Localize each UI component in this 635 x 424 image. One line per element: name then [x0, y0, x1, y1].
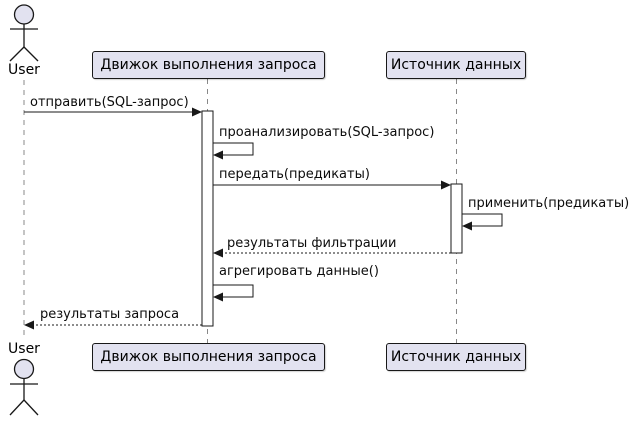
- actor-head-icon: [13, 358, 35, 380]
- message-label-send-sql: отправить(SQL-запрос): [30, 95, 189, 110]
- engine-activation-bar: [201, 110, 214, 327]
- message-label-pass-predicates: передать(предикаты): [219, 167, 370, 182]
- message-arrow-pass-predicates: [213, 180, 451, 190]
- message-arrow-filter-results: [213, 248, 451, 258]
- message-label-aggregate-data: агрегировать данные(): [219, 264, 379, 279]
- message-label-apply-predicates: применить(предикаты): [468, 196, 630, 211]
- participant-box-datasource-top: Источник данных: [386, 51, 526, 79]
- participant-box-datasource-bottom: Источник данных: [386, 343, 526, 371]
- actor-figure-bottom: [9, 358, 39, 416]
- actor-figure-top: [9, 4, 39, 62]
- datasource-activation-bar: [450, 183, 463, 254]
- participant-box-engine-bottom: Движок выполнения запроса: [92, 343, 325, 371]
- actor-head-icon: [13, 4, 35, 25]
- message-arrow-query-results: [24, 320, 202, 330]
- participant-box-engine-top: Движок выполнения запроса: [92, 51, 325, 79]
- message-arrow-parse-self: [213, 142, 254, 160]
- activation-bars: [201, 110, 463, 327]
- message-label-query-results: результаты запроса: [40, 307, 180, 322]
- message-label-parse-sql: проанализировать(SQL-запрос): [219, 125, 435, 140]
- message-arrow-apply-self: [462, 213, 503, 231]
- actor-label-bottom: User: [8, 341, 40, 357]
- actor-label-top: User: [8, 62, 40, 78]
- message-label-filter-results: результаты фильтрации: [227, 236, 397, 251]
- message-arrow-aggregate-self: [213, 284, 254, 302]
- message-arrows: [24, 107, 503, 330]
- lifelines: [23, 79, 457, 343]
- message-arrow-send-sql: [24, 107, 202, 117]
